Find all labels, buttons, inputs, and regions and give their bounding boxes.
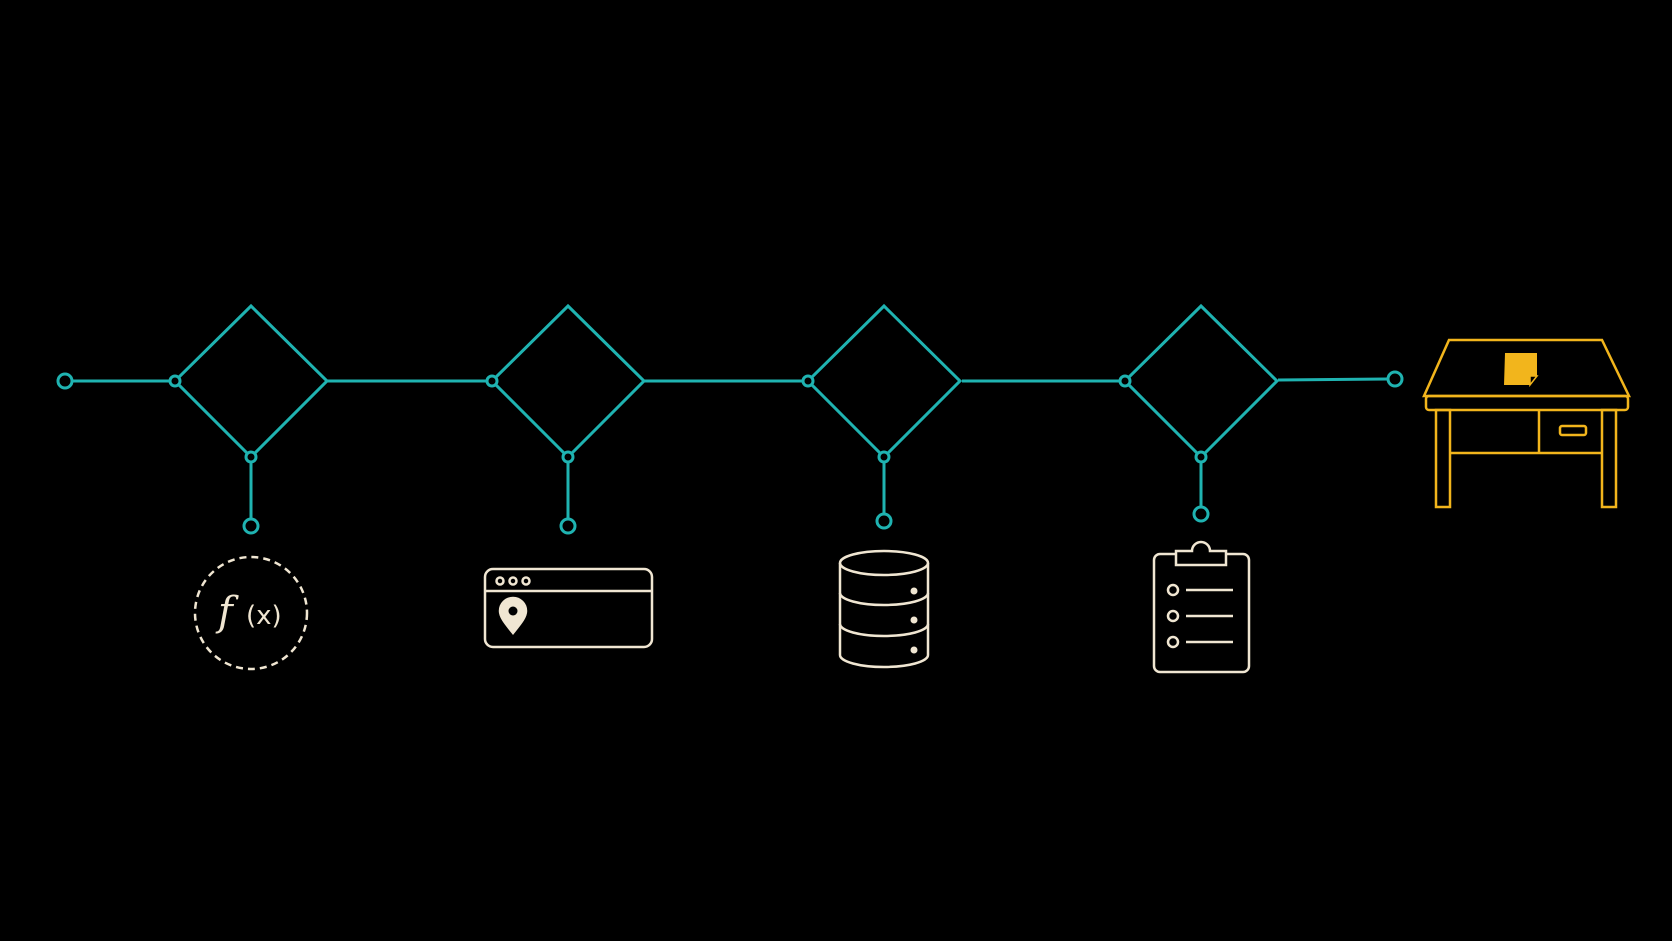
diamond-output-node xyxy=(244,450,258,464)
diamond-output-node xyxy=(1194,450,1208,464)
function-args-label: (x) xyxy=(246,601,282,631)
end-node xyxy=(1386,370,1404,388)
diamond-input-node xyxy=(801,374,815,388)
decision-diamond xyxy=(489,303,647,460)
diamond-output-node xyxy=(561,450,575,464)
stage-1: f (x) xyxy=(168,303,330,671)
stage-4 xyxy=(1118,303,1280,674)
stage-2 xyxy=(483,303,654,649)
diamond-input-node xyxy=(168,374,182,388)
desk-with-note-icon xyxy=(1422,338,1631,509)
diamond-output-node xyxy=(877,450,891,464)
diamond-input-node xyxy=(485,374,499,388)
flow-line xyxy=(73,377,1388,383)
start-node xyxy=(56,372,74,390)
function-icon: f (x) xyxy=(193,555,309,671)
diamond-input-node xyxy=(1118,374,1132,388)
database-icon xyxy=(838,549,930,669)
decision-diamond xyxy=(172,303,330,460)
clipboard-list-icon xyxy=(1152,540,1251,674)
decision-diamond xyxy=(805,303,963,460)
connector-end-node xyxy=(242,517,260,535)
connector-end-node xyxy=(559,517,577,535)
function-f-label: f xyxy=(215,589,239,635)
stage-3 xyxy=(801,303,963,669)
connector-end-node xyxy=(875,512,893,530)
decision-diamond xyxy=(1122,303,1280,460)
browser-location-icon xyxy=(483,567,654,649)
connector-end-node xyxy=(1192,505,1210,523)
